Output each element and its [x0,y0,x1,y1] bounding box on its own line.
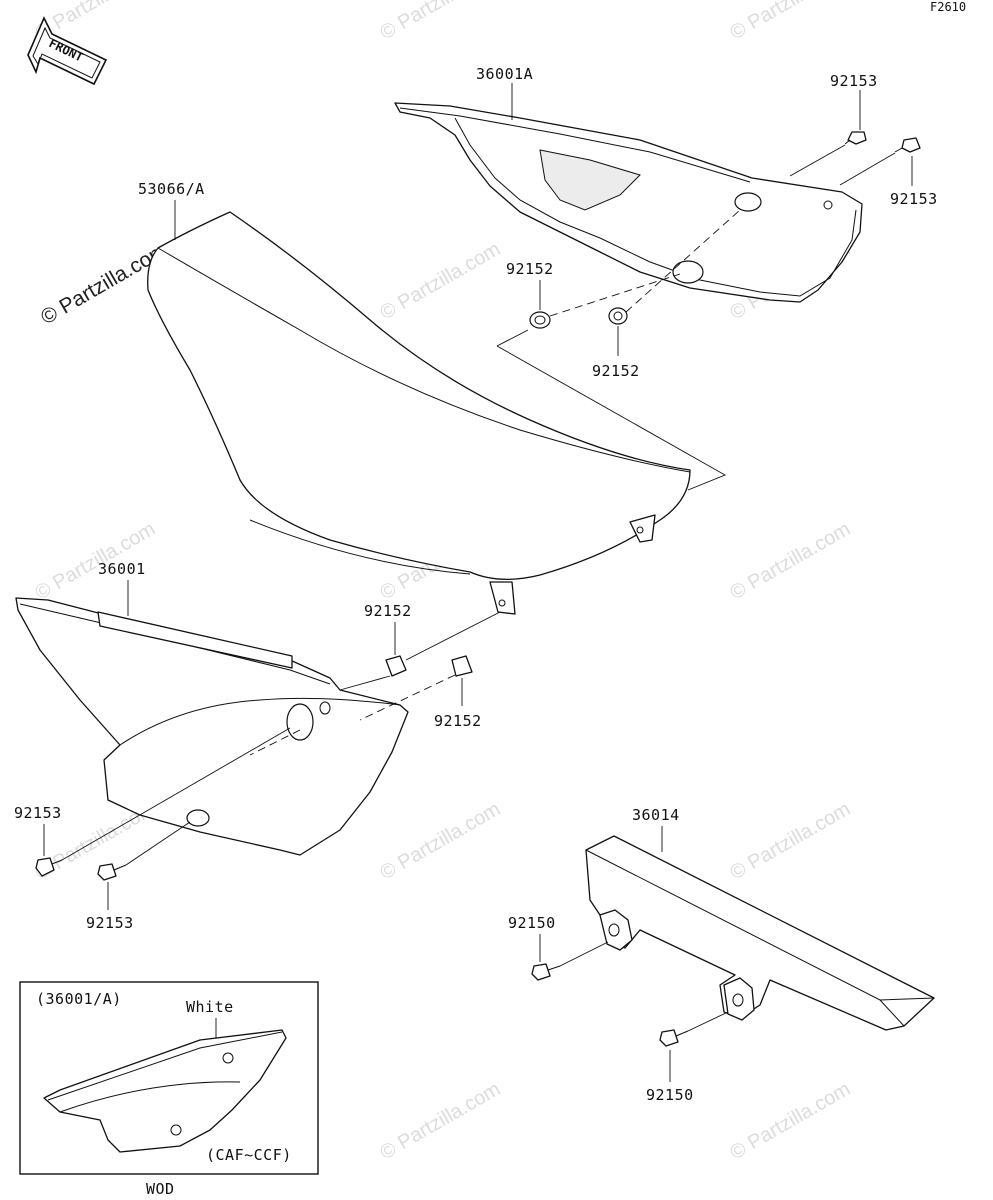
label-92152-lower-1: 92152 [364,602,412,620]
bolt-92153-b [894,137,921,153]
label-36014: 36014 [632,806,680,824]
label-36001a: 36001A [476,65,533,83]
label-92152-upper-1: 92152 [506,260,554,278]
label-92152-upper-2: 92152 [592,362,640,380]
inset-color-note: White [186,998,234,1016]
side-cover-left [15,597,409,856]
label-36001: 36001 [98,560,146,578]
inset-title: (36001/A) [36,990,122,1008]
bolt-92153-a [844,131,867,145]
watermark: © Partzilla.com [727,518,855,604]
label-92153-lower-2: 92153 [86,914,134,932]
bolt-92150-a [531,963,561,981]
label-92153-top-1: 92153 [830,72,878,90]
label-92150-2: 92150 [646,1086,694,1104]
bolt-92150-b [659,1029,689,1047]
bolt-92153-c [35,857,63,877]
label-92150-1: 92150 [508,914,556,932]
label-92153-top-2: 92153 [890,190,938,208]
chain-cover [585,835,935,1031]
collar-92152-c [385,655,407,677]
label-92153-lower-1: 92153 [14,804,62,822]
seat [147,211,691,615]
watermark: © Partzilla.com [377,0,505,44]
side-cover-right [394,102,863,303]
collar-92152-b [608,307,628,325]
inset-model: WOD [146,1180,175,1198]
figure-code: F2610 [930,0,966,14]
watermark: © Partzilla.com [727,798,855,884]
front-arrow-icon: FRONT [27,16,108,86]
label-53066a: 53066/A [138,180,205,198]
inset-range: (CAF~CCF) [206,1146,292,1164]
watermark: © Partzilla.com [377,798,505,884]
bolt-92153-d [97,863,127,881]
watermark: © Partzilla.com [377,238,505,324]
watermark: © Partzilla.com [727,0,855,44]
watermark: © Partzilla.com [727,1078,855,1164]
collar-92152-a [529,311,551,329]
watermark: © Partzilla.com [377,1078,505,1164]
label-92152-lower-2: 92152 [434,712,482,730]
inset-box: (36001/A) White (CAF~CCF) [19,981,319,1175]
collar-92152-d [451,655,473,677]
